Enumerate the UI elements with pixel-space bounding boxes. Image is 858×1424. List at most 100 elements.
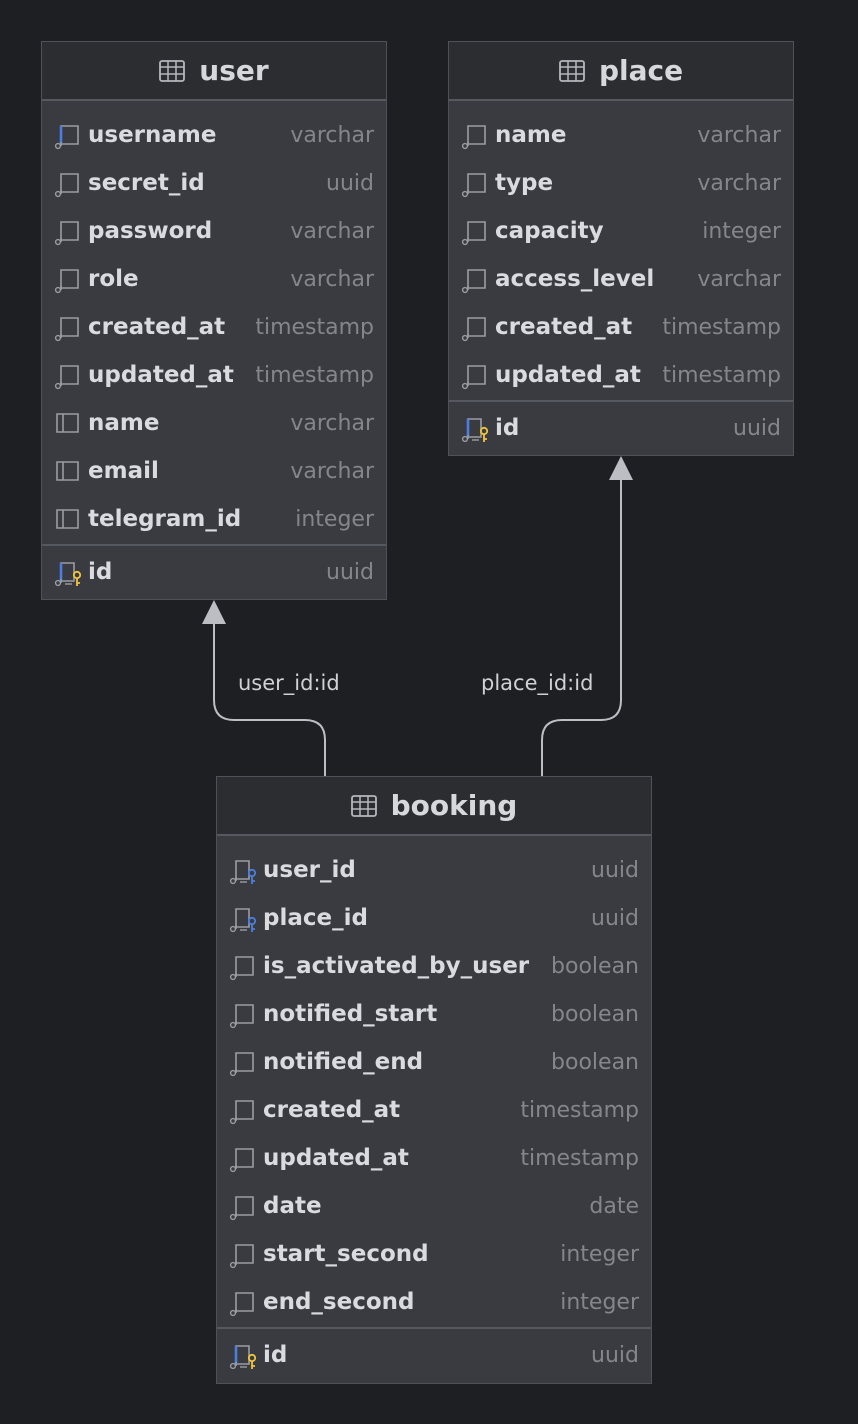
column-row[interactable]: user_id uuid — [217, 846, 651, 894]
column-type: timestamp — [662, 362, 781, 388]
column-icon — [229, 1148, 254, 1173]
column-type: uuid — [326, 559, 374, 585]
column-icon — [229, 1292, 254, 1317]
column-row[interactable]: secret_id uuid — [42, 159, 386, 207]
column-name: id — [263, 1342, 288, 1368]
column-type: integer — [295, 506, 374, 532]
column-name: updated_at — [495, 362, 641, 388]
column-list: username varchar secret_id uuid password varc… — [42, 101, 386, 543]
column-type: timestamp — [520, 1097, 639, 1123]
column-name: notified_end — [263, 1049, 424, 1075]
column-row[interactable]: date date — [217, 1182, 651, 1230]
column-icon — [461, 317, 486, 342]
column-name: name — [88, 410, 160, 436]
column-name: end_second — [263, 1289, 415, 1315]
table-header[interactable]: booking — [217, 777, 651, 836]
column-type: boolean — [551, 1049, 639, 1075]
column-icon — [461, 173, 486, 198]
column-name: password — [88, 218, 213, 244]
column-type: timestamp — [255, 362, 374, 388]
relation-place[interactable]: place_id:id — [481, 456, 633, 776]
column-type: varchar — [290, 266, 374, 292]
foreign-key-icon — [229, 908, 257, 933]
column-icon — [461, 365, 486, 390]
column-row[interactable]: name varchar — [42, 399, 386, 447]
column-row[interactable]: username varchar — [42, 111, 386, 159]
column-name: email — [88, 458, 159, 484]
column-row[interactable]: role varchar — [42, 255, 386, 303]
column-type: varchar — [290, 410, 374, 436]
column-name: role — [88, 266, 139, 292]
column-type: uuid — [591, 905, 639, 931]
column-type: uuid — [326, 170, 374, 196]
column-name: notified_start — [263, 1001, 438, 1027]
column-icon — [461, 221, 486, 246]
table-title: place — [598, 54, 684, 87]
column-icon — [54, 269, 79, 294]
column-name: secret_id — [88, 170, 205, 196]
column-row[interactable]: notified_end boolean — [217, 1038, 651, 1086]
relation-label: user_id:id — [238, 671, 340, 696]
column-name: id — [495, 415, 520, 441]
column-type: uuid — [591, 857, 639, 883]
column-row[interactable]: capacity integer — [449, 207, 793, 255]
column-type: varchar — [290, 218, 374, 244]
column-name: created_at — [495, 314, 633, 340]
column-type: integer — [702, 218, 781, 244]
arrow-head-icon — [609, 456, 633, 480]
column-unique-icon — [54, 125, 79, 150]
relation-line — [213, 620, 326, 776]
column-name: created_at — [88, 314, 226, 340]
key-divider — [217, 1327, 651, 1329]
column-row[interactable]: created_at timestamp — [449, 303, 793, 351]
relation-label: place_id:id — [481, 671, 593, 696]
column-icon — [461, 269, 486, 294]
column-name: name — [495, 122, 567, 148]
column-name: created_at — [263, 1097, 401, 1123]
table-header[interactable]: user — [42, 42, 386, 101]
relation-line — [541, 478, 622, 776]
column-row[interactable]: created_at timestamp — [217, 1086, 651, 1134]
column-name: user_id — [263, 857, 356, 883]
column-name: date — [263, 1193, 322, 1219]
column-row[interactable]: updated_at timestamp — [449, 351, 793, 399]
table-header[interactable]: place — [449, 42, 793, 101]
table-title: user — [199, 54, 269, 87]
column-type: varchar — [697, 170, 781, 196]
column-type: varchar — [290, 122, 374, 148]
nullable-column-icon — [56, 413, 79, 433]
column-name: username — [88, 122, 217, 148]
column-name: is_activated_by_user — [263, 953, 530, 979]
column-type: timestamp — [662, 314, 781, 340]
primary-key-icon — [229, 1345, 257, 1370]
column-type: date — [589, 1193, 639, 1219]
column-row[interactable]: password varchar — [42, 207, 386, 255]
relation-user[interactable]: user_id:id — [202, 600, 340, 776]
key-divider — [42, 544, 386, 546]
column-name: capacity — [495, 218, 604, 244]
